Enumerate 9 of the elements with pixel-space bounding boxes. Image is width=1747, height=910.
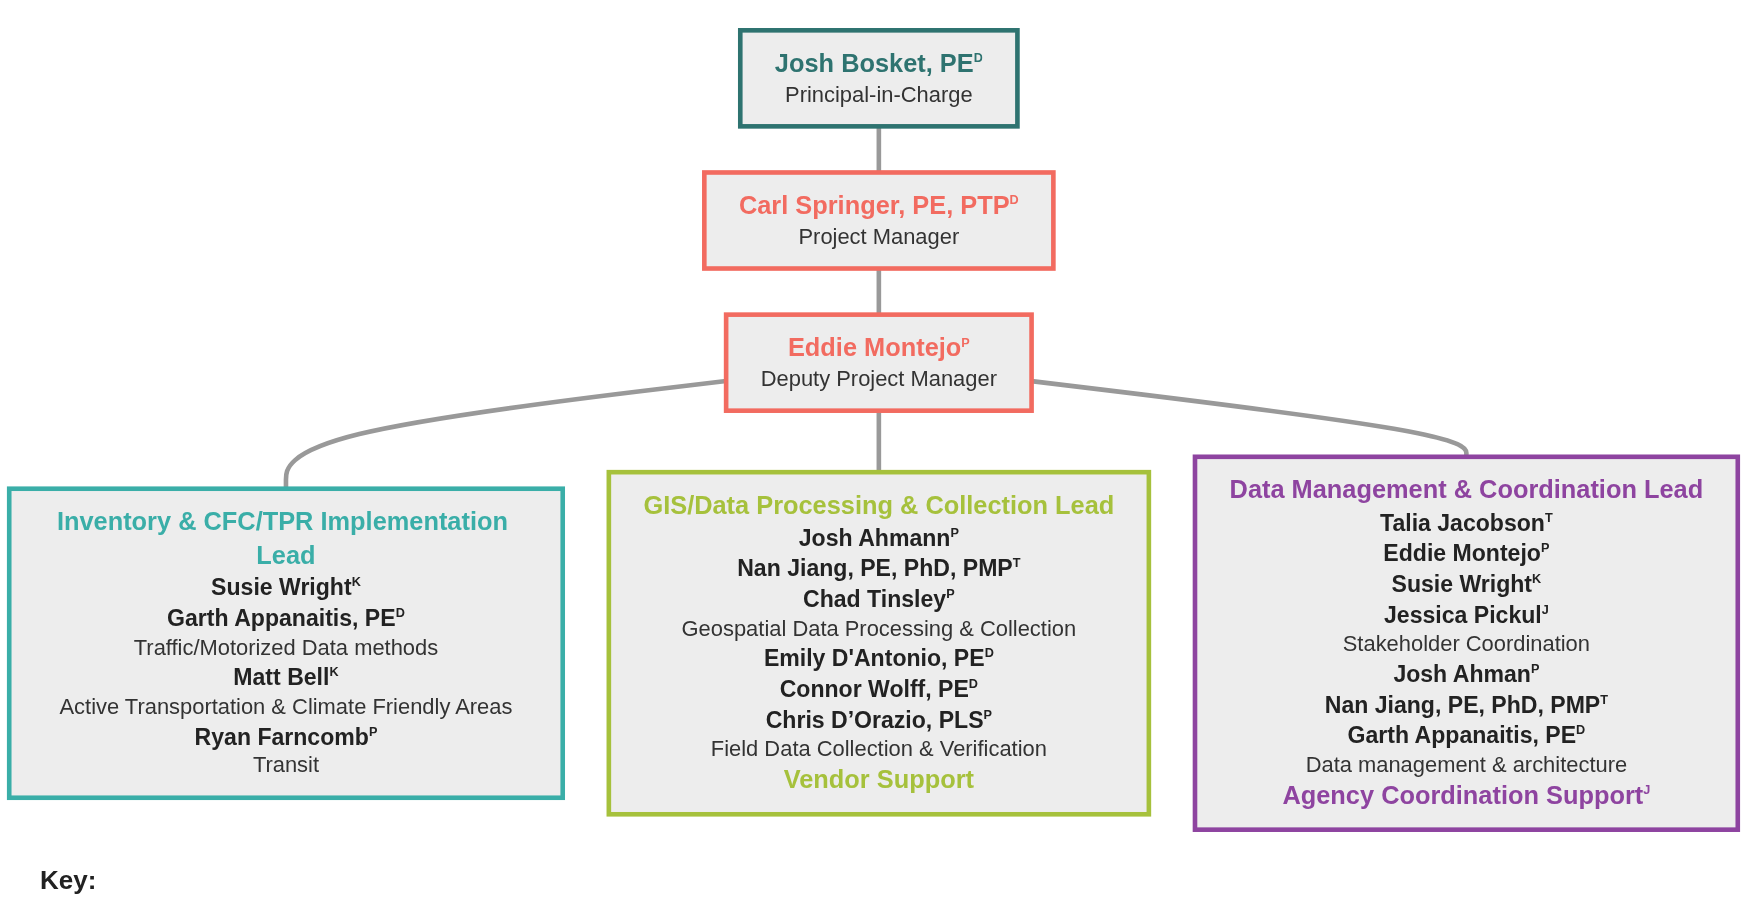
node-box: Josh Bosket, PE$^{D}$ Principal-in-Charge — [737, 28, 1020, 129]
connector — [876, 268, 882, 315]
node-box: Eddie Montejo$^{P}$ Deputy Project Manager — [723, 312, 1034, 413]
connector — [876, 126, 882, 173]
node-box: Inventory & CFC/TPR Implementation Lead Susie Wright$^{K}$ Garth Appanaitis, PE$^{D}$ Traffic/Motorized Data methods Matt Bell$^{K}$ Active Transportation & Climate Friendly Areas Ryan Farncomb$^{P}$ Transit — [6, 486, 565, 801]
node-box: Carl Springer, PE, PTP$^{D}$ Project Manager — [702, 170, 1056, 271]
key-heading: Key: — [40, 865, 97, 895]
node-box: GIS/Data Processing & Collection Lead Josh Ahmann$^{P}$ Nan Jiang, PE, PhD, PMP$^{T}$ Chad Tinsley$^{P}$ Geospatial Data Processing & Collection Emily D'Antonio, PE$^{D}$ Connor Wolff, PE$^{D}$ Chris D’Orazio, PLS$^{P}$ Field Data Collection & Verification Vendor Support — [606, 469, 1152, 817]
node-box: Data Management & Coordination Lead Talia Jacobson$^{T}$ Eddie Montejo$^{P}$ Susie Wright$^{K}$ Jessica Pickul$^{J}$ Stakeholder Coordination Josh Ahman$^{P}$ Nan Jiang, PE, PhD, PMP$^{T}$ Garth Appanaitis, PE$^{D}$ Data management & architecture Agency Coordination Support$^{J}$ — [1192, 454, 1741, 832]
